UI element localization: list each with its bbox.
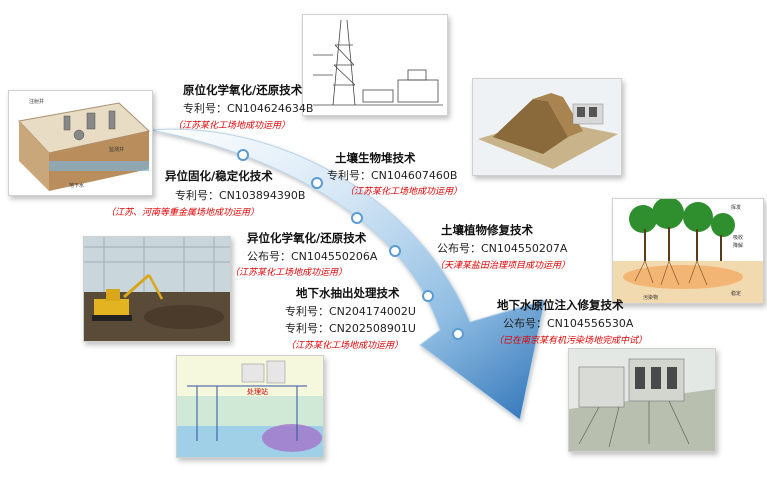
plant-label-4: 污染物 [643,294,658,301]
insitu-label-1: 注射井 [29,98,44,105]
technique-2-patent: 专利号：CN103894390B [175,189,306,202]
plant-label-1: 挥发 [731,204,741,211]
technique-5-note: （天津某盐田治理项目成功运用） [435,261,571,271]
technique-5-patent: 公布号：CN104550207A [437,242,568,255]
groundwater-pump-treat-illustration: 处理站 [176,355,324,458]
drilling-rig-illustration [302,14,448,116]
technique-3-note: （江苏某化工场地成功运用） [345,187,463,197]
plant-label-5: 稳定 [731,290,741,297]
plant-label-3: 降解 [733,242,743,249]
technique-6-patent: 专利号：CN204174002U [285,305,416,318]
technique-7-note: （已在南京某有机污染场地完成中试） [494,336,648,346]
technique-1-patent: 专利号：CN104624634B [183,102,314,115]
biopile-illustration [472,78,622,176]
technique-5-title: 土壤植物修复技术 [441,223,533,237]
phytoremediation-illustration: 挥发 吸收 降解 污染物 稳定 [612,198,764,304]
technique-1-note: （江苏某化工场地成功运用） [173,121,291,131]
insitu-label-3: 地下水 [69,182,84,189]
technique-2-title: 异位固化/稳定化技术 [165,169,273,183]
technique-1-title: 原位化学氧化/还原技术 [183,83,303,97]
technique-3-patent: 专利号：CN104607460B [327,169,458,182]
technique-3-title: 土壤生物堆技术 [335,151,416,165]
technique-4-title: 异位化学氧化/还原技术 [247,231,367,245]
technique-2-note: （江苏、河南等重金属场地成功运用） [106,208,260,218]
insitu-label-2: 监测井 [109,146,124,153]
insitu-oxidation-illustration: 注射井 监测井 地下水 [8,90,153,196]
technique-6-note: （江苏某化工场地成功运用） [286,341,404,351]
gw-label-1: 处理站 [247,387,268,396]
technique-6-patent-2: 专利号：CN202508901U [285,322,416,335]
technique-4-patent: 公布号：CN104550206A [247,250,378,263]
timeline-dots [237,149,464,340]
technique-6-title: 地下水抽出处理技术 [296,286,400,300]
groundwater-injection-illustration [568,348,716,452]
excavator-photo [83,236,231,342]
plant-label-2: 吸收 [733,234,743,241]
technique-7-patent: 公布号：CN104556530A [503,317,634,330]
technique-7-title: 地下水原位注入修复技术 [497,298,624,312]
technique-4-note: （江苏某化工场地成功运用） [230,268,348,278]
